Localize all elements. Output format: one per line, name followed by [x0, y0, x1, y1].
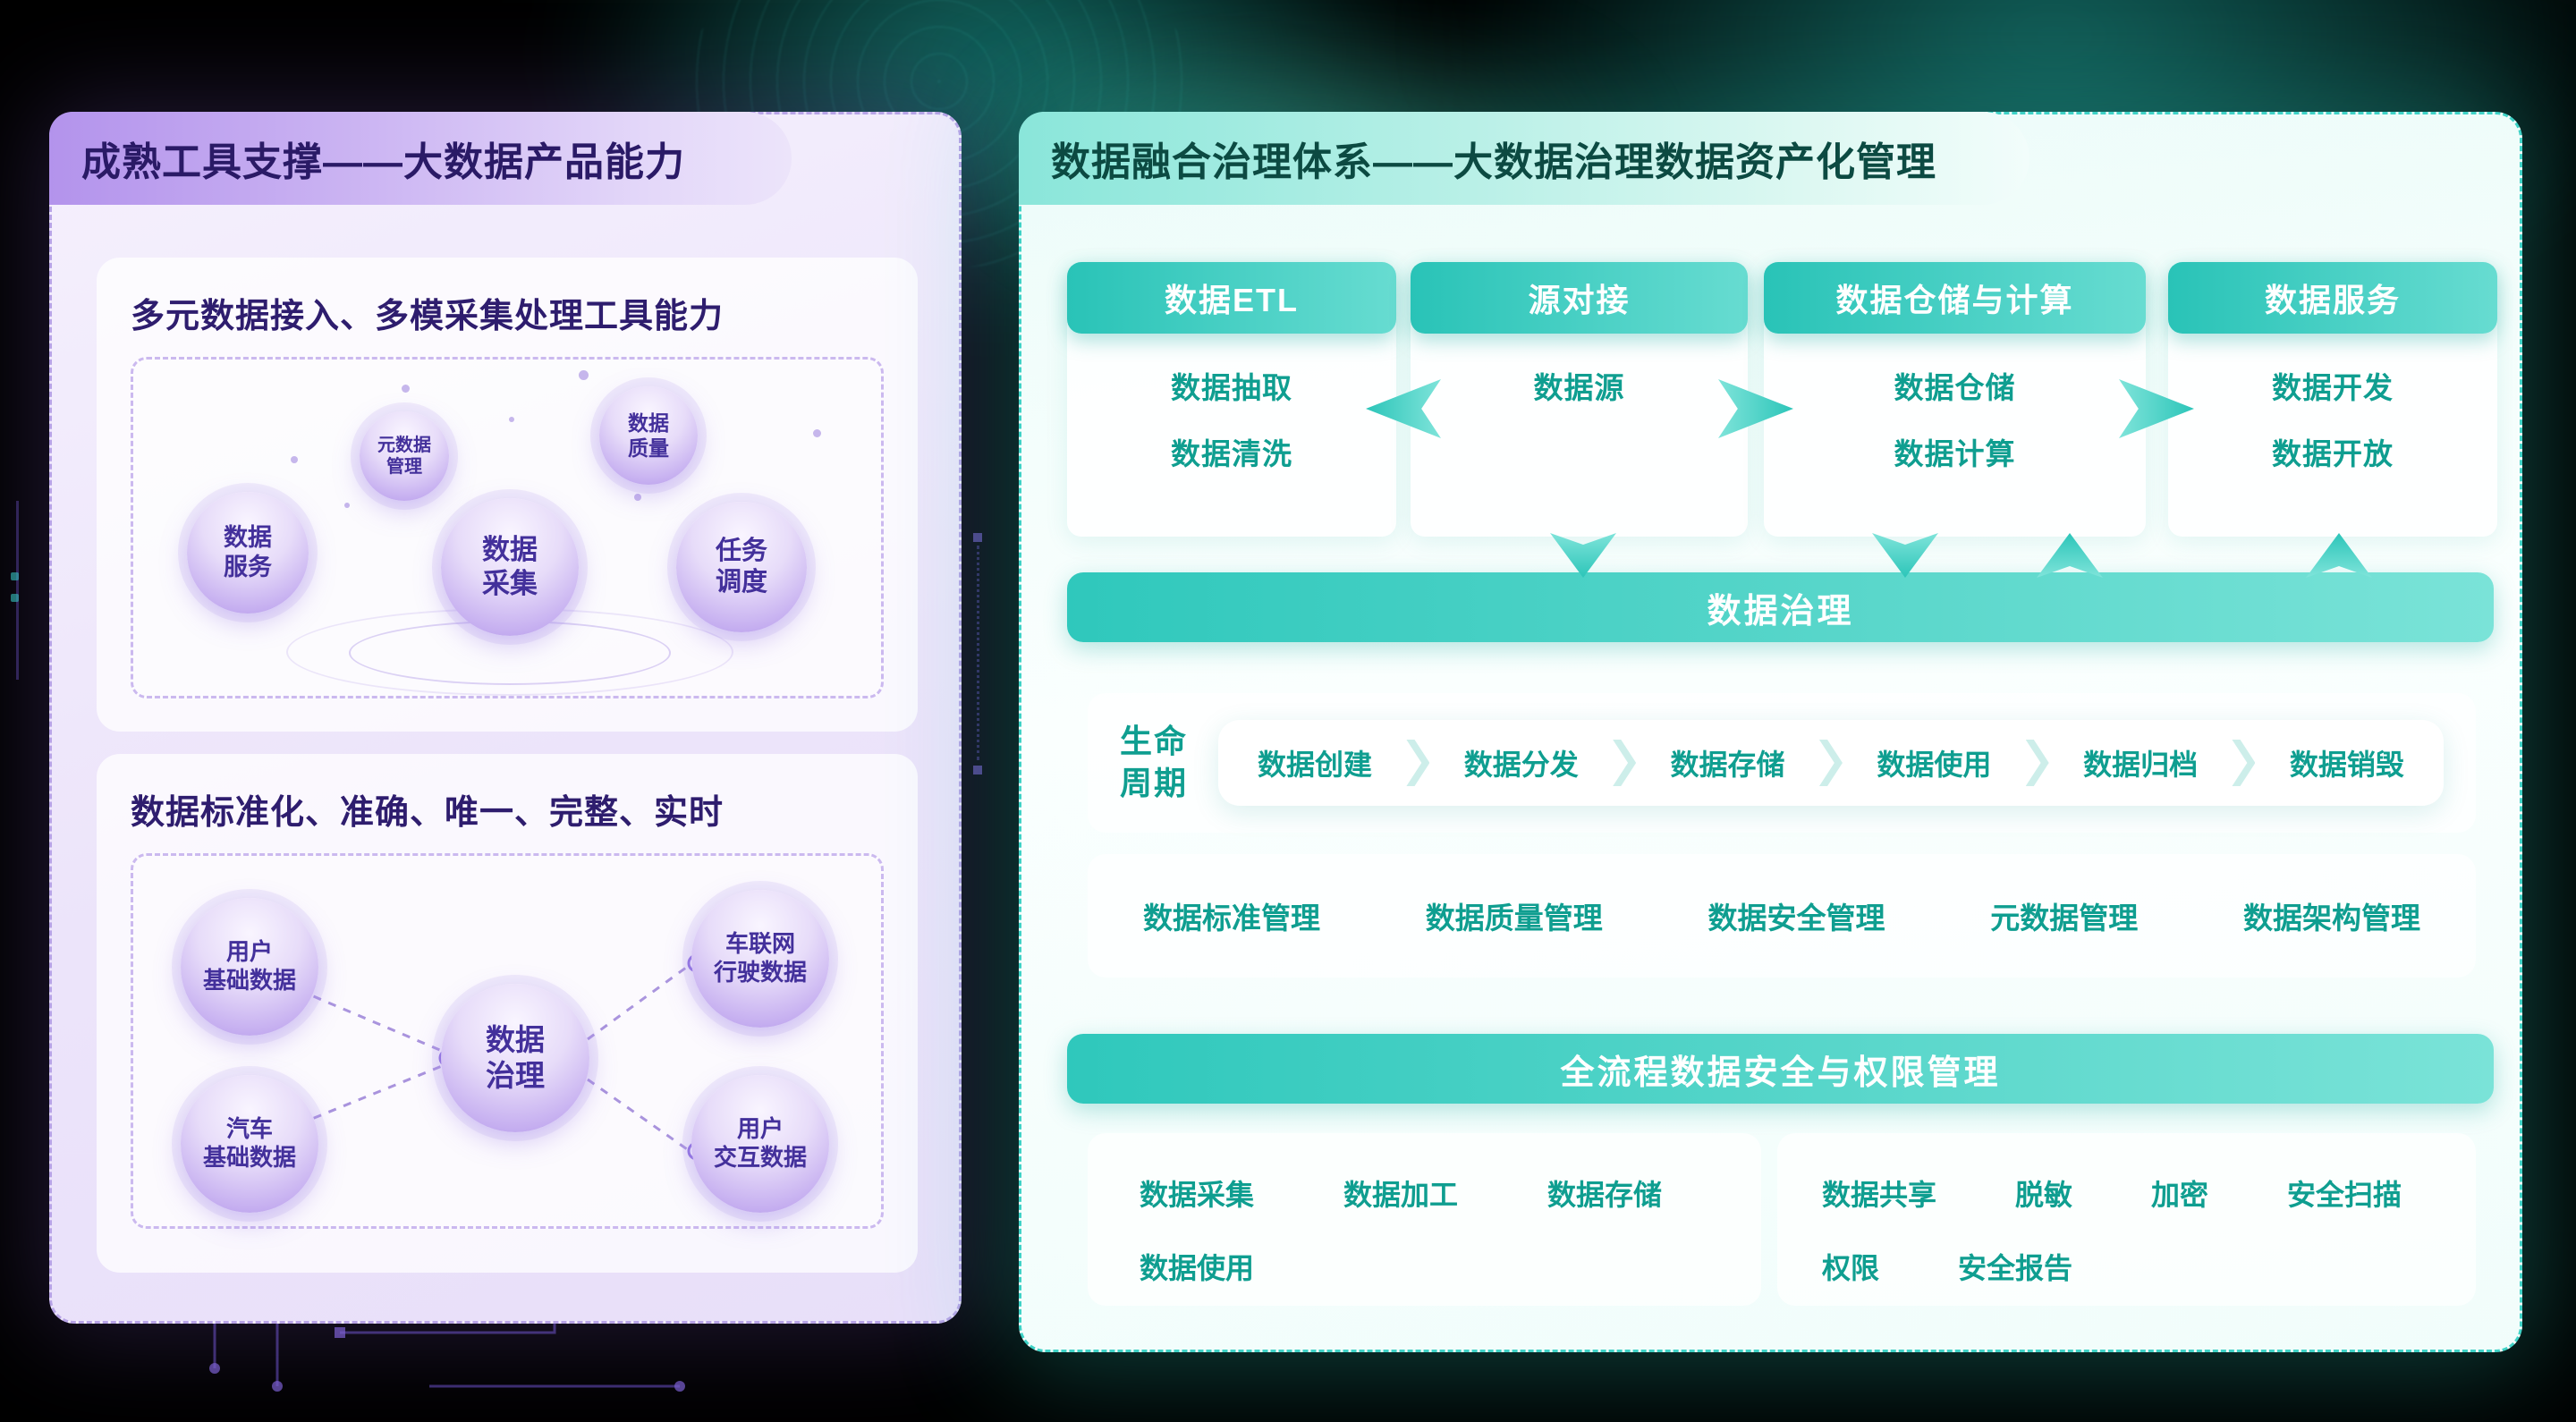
square-dot-decor [973, 533, 982, 542]
section-data-standardization: 数据标准化、准确、唯一、完整、实时 用户 基础数据 [97, 754, 918, 1273]
square-dot-decor [973, 766, 982, 774]
lifecycle-stage: 数据使用 [1877, 749, 1992, 781]
arrow-down-icon [1872, 533, 1938, 578]
column-data-etl: 数据ETL 数据抽取 数据清洗 [1067, 262, 1396, 537]
dot-decor [634, 494, 641, 501]
security-item: 数据使用 [1140, 1252, 1255, 1284]
management-item: 数据架构管理 [2243, 901, 2420, 935]
lifecycle-stage: 数据存储 [1670, 749, 1785, 781]
column-item: 数据源 [1533, 371, 1625, 404]
column-item: 数据清洗 [1171, 437, 1292, 470]
bubble-vehicle-network-data: 车联网 行驶数据 [691, 890, 829, 1028]
column-item: 数据仓储 [1894, 371, 2016, 404]
teal-dot-decor [11, 594, 19, 602]
section1-diagram-area: 元数据 管理 数据 质量 数据 服务 数据 采集 任务 调度 [131, 357, 884, 698]
security-item: 数据共享 [1822, 1179, 1937, 1211]
lifecycle-label: 生命 周期 [1120, 723, 1189, 801]
bubble-data-collection: 数据 采集 [441, 498, 579, 636]
dot-decor [509, 417, 514, 422]
bubble-data-governance-center: 数据 治理 [441, 984, 589, 1132]
security-item: 安全扫描 [2287, 1179, 2402, 1211]
left-panel-tools: 成熟工具支撑——大数据产品能力 多元数据接入、多模采集处理工具能力 元数据 管理… [49, 112, 962, 1324]
column-warehouse-compute: 数据仓储与计算 数据仓储 数据计算 [1764, 262, 2146, 537]
column-item: 数据抽取 [1171, 371, 1292, 404]
right-panel-governance: 数据融合治理体系——大数据治理数据资产化管理 数据ETL 数据抽取 数据清洗 源… [1019, 112, 2522, 1352]
chevron-right-icon [2025, 740, 2049, 786]
security-item: 数据存储 [1547, 1179, 1663, 1211]
column-item: 数据开发 [2272, 371, 2394, 404]
lifecycle-stage: 数据归档 [2083, 749, 2199, 781]
dot-decor [344, 503, 350, 508]
lifecycle-stage: 数据分发 [1463, 749, 1579, 781]
section2-diagram-area: 用户 基础数据 车联网 行驶数据 汽车 基础数据 用户 交互数据 数据 治理 [131, 853, 884, 1229]
section2-title: 数据标准化、准确、唯一、完整、实时 [131, 794, 724, 832]
lifecycle-section: 生命 周期 数据创建 数据分发 数据存储 数据使用 数据归档 数据销毁 [1088, 693, 2476, 833]
teal-dot-decor [11, 572, 19, 580]
bubble-task-scheduling: 任务 调度 [676, 502, 807, 632]
security-item: 数据采集 [1140, 1179, 1255, 1211]
bubble-user-interaction-data: 用户 交互数据 [691, 1075, 829, 1213]
dot-decor [579, 370, 589, 380]
column-item: 数据开放 [2272, 437, 2394, 470]
arrow-up-icon [2306, 533, 2372, 578]
security-item: 加密 [2151, 1179, 2209, 1211]
lifecycle-stage: 数据创建 [1258, 749, 1373, 781]
security-item: 数据加工 [1343, 1179, 1459, 1211]
right-panel-title: 数据融合治理体系——大数据治理数据资产化管理 [1051, 140, 1936, 184]
security-item: 权限 [1822, 1252, 1880, 1284]
management-item: 数据标准管理 [1143, 901, 1320, 935]
bubble-data-service: 数据 服务 [187, 492, 309, 614]
chevron-right-icon [2232, 740, 2256, 786]
section-multi-access: 多元数据接入、多模采集处理工具能力 元数据 管理 数据 质量 数据 服务 数据 … [97, 258, 918, 732]
security-management-bar: 全流程数据安全与权限管理 [1067, 1034, 2494, 1104]
column-header-source-connect: 源对接 [1411, 262, 1748, 334]
left-panel-title: 成熟工具支撑——大数据产品能力 [81, 140, 685, 184]
management-row: 数据标准管理 数据质量管理 数据安全管理 元数据管理 数据架构管理 [1088, 854, 2476, 978]
chevron-right-icon [1818, 740, 1843, 786]
management-item: 元数据管理 [1990, 901, 2139, 935]
security-right-box: 数据共享 脱敏 加密 安全扫描 权限 安全报告 [1777, 1133, 2476, 1306]
column-header-data-service: 数据服务 [2168, 262, 2497, 334]
column-source-connect: 源对接 数据源 [1411, 262, 1748, 537]
column-header-data-etl: 数据ETL [1067, 262, 1396, 334]
dot-decor [813, 429, 821, 437]
column-data-service: 数据服务 数据开发 数据开放 [2168, 262, 2497, 537]
dot-decor [291, 456, 298, 463]
security-item: 脱敏 [2015, 1179, 2073, 1211]
bubble-car-base-data: 汽车 基础数据 [181, 1075, 318, 1213]
dot-decor [402, 385, 410, 393]
management-item: 数据质量管理 [1425, 901, 1603, 935]
arrow-down-icon [1550, 533, 1616, 578]
security-item: 安全报告 [1958, 1252, 2073, 1284]
chevron-right-icon [1613, 740, 1637, 786]
bubble-metadata-management: 元数据 管理 [360, 411, 449, 501]
edge-line-decor [16, 501, 19, 680]
column-header-warehouse-compute: 数据仓储与计算 [1764, 262, 2146, 334]
right-panel-title-badge: 数据融合治理体系——大数据治理数据资产化管理 [1019, 112, 2029, 205]
arrow-up-icon [2037, 533, 2103, 578]
left-panel-title-badge: 成熟工具支撑——大数据产品能力 [49, 112, 792, 205]
management-item: 数据安全管理 [1707, 901, 1885, 935]
side-line-decor [977, 546, 979, 760]
bubble-data-quality: 数据 质量 [599, 386, 698, 485]
column-item: 数据计算 [1894, 437, 2016, 470]
lifecycle-stages: 数据创建 数据分发 数据存储 数据使用 数据归档 数据销毁 [1218, 720, 2444, 806]
data-governance-bar: 数据治理 [1067, 572, 2494, 642]
chevron-right-icon [1406, 740, 1430, 786]
lifecycle-stage: 数据销毁 [2289, 749, 2404, 781]
security-left-box: 数据采集 数据加工 数据存储 数据使用 [1088, 1133, 1761, 1306]
bubble-user-base-data: 用户 基础数据 [181, 898, 318, 1036]
section1-title: 多元数据接入、多模采集处理工具能力 [131, 298, 724, 335]
